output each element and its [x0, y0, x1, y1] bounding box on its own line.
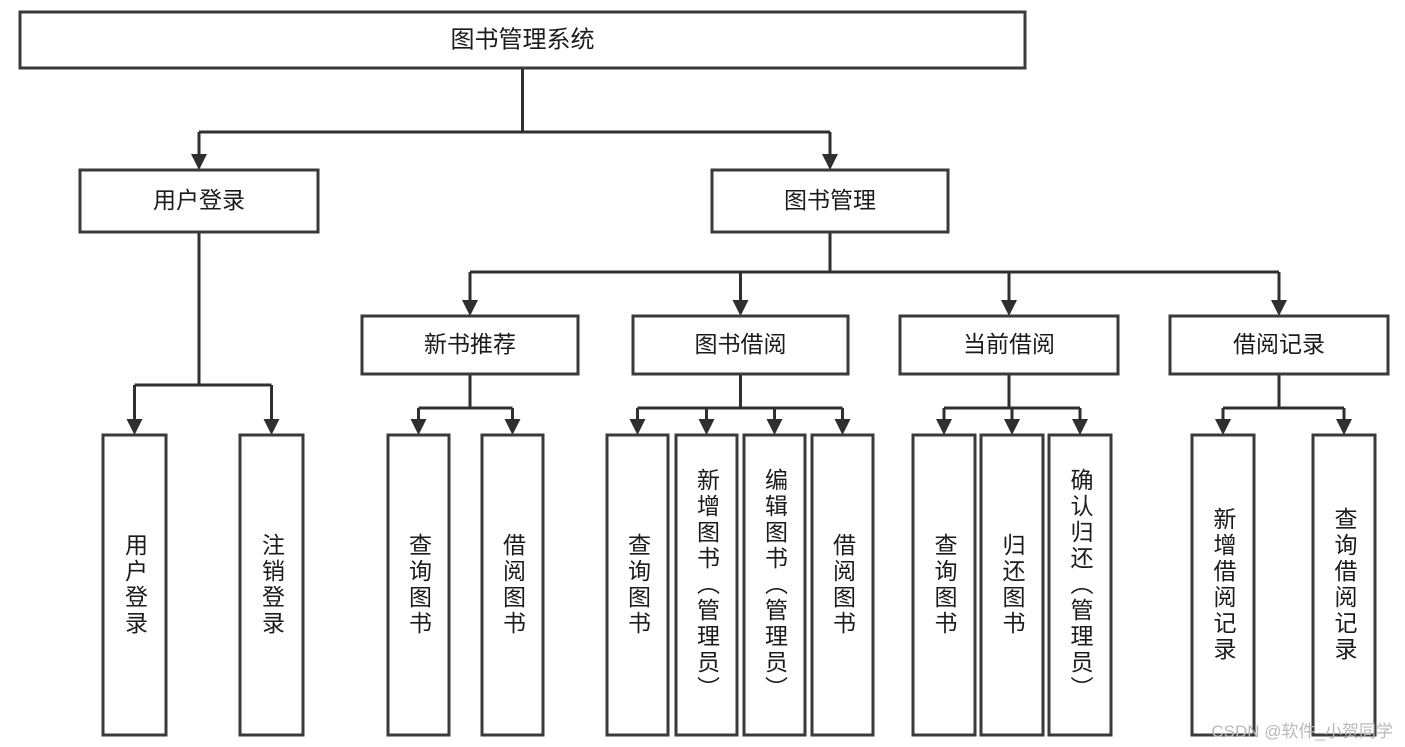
node-leaf-user-login-box[interactable]	[101, 433, 168, 737]
node-borrow-record[interactable]: 借阅记录	[1168, 314, 1390, 376]
connector-arrow-icon	[822, 154, 838, 170]
node-leaf-query-record-box[interactable]	[1311, 433, 1377, 737]
connector-arrow-icon	[1336, 419, 1352, 435]
node-root-system-label: 图书管理系统	[451, 26, 595, 53]
node-current-borrow-box[interactable]	[898, 314, 1120, 376]
node-leaf-borrow-book-1-label: 借阅图书	[500, 533, 527, 637]
node-new-book-recommend-box[interactable]	[360, 314, 580, 376]
watermark-text: CSDN @软件_小贺同学	[1211, 722, 1393, 741]
connector-arrow-icon	[834, 419, 851, 435]
node-leaf-query-record[interactable]: 查询借阅记录	[1311, 433, 1377, 737]
node-leaf-query-book-2-label: 查询图书	[625, 533, 652, 637]
node-book-manage[interactable]: 图书管理	[710, 168, 950, 234]
node-leaf-borrow-book-2-label: 借阅图书	[830, 533, 857, 637]
node-book-manage-label: 图书管理	[784, 187, 876, 213]
node-user-login-box[interactable]	[78, 168, 320, 234]
node-leaf-user-login[interactable]: 用户登录	[101, 433, 168, 737]
node-borrow-record-box[interactable]	[1168, 314, 1390, 376]
node-leaf-add-record[interactable]: 新增借阅记录	[1190, 433, 1256, 737]
connector-layer	[126, 68, 1352, 435]
node-leaf-query-book-3-label: 查询图书	[931, 533, 958, 637]
node-leaf-add-book-label: 新增图书（管理员）	[694, 468, 721, 702]
node-leaf-confirm-return-box[interactable]	[1047, 433, 1113, 737]
node-leaf-edit-book-box[interactable]	[742, 433, 807, 737]
node-leaf-user-login-label: 用户登录	[122, 533, 149, 637]
node-leaf-add-book[interactable]: 新增图书（管理员）	[674, 433, 739, 737]
node-leaf-query-book-2[interactable]: 查询图书	[605, 433, 670, 737]
node-leaf-add-record-label: 新增借阅记录	[1210, 507, 1237, 663]
node-layer: 图书管理系统用户登录图书管理新书推荐图书借阅当前借阅借阅记录用户登录注销登录查询…	[18, 10, 1390, 737]
node-leaf-query-book-3[interactable]: 查询图书	[911, 433, 977, 737]
connector-arrow-icon	[263, 419, 280, 435]
node-leaf-borrow-book-1-box[interactable]	[480, 433, 545, 737]
node-leaf-add-record-box[interactable]	[1190, 433, 1256, 737]
node-leaf-query-book-1-label: 查询图书	[406, 533, 433, 637]
connector-arrow-icon	[462, 300, 478, 316]
node-borrow-record-label: 借阅记录	[1233, 331, 1325, 357]
node-root-system-box[interactable]	[18, 10, 1027, 70]
node-leaf-query-book-1[interactable]: 查询图书	[386, 433, 451, 737]
node-new-book-recommend[interactable]: 新书推荐	[360, 314, 580, 376]
node-user-login[interactable]: 用户登录	[78, 168, 320, 234]
node-current-borrow-label: 当前借阅	[963, 331, 1055, 357]
node-new-book-recommend-label: 新书推荐	[424, 331, 516, 357]
node-user-login-label: 用户登录	[153, 187, 245, 213]
connector-arrow-icon	[504, 419, 521, 435]
node-leaf-add-book-box[interactable]	[674, 433, 739, 737]
connector-arrow-icon	[1271, 300, 1287, 316]
connector-arrow-icon	[1004, 419, 1020, 435]
node-leaf-borrow-book-2[interactable]: 借阅图书	[810, 433, 875, 737]
node-root-system[interactable]: 图书管理系统	[18, 10, 1027, 70]
node-leaf-confirm-return-label: 确认归还（管理员）	[1067, 468, 1094, 702]
node-leaf-return-book[interactable]: 归还图书	[979, 433, 1045, 737]
connector-arrow-icon	[126, 419, 143, 435]
node-book-borrow-box[interactable]	[631, 314, 850, 376]
node-leaf-borrow-book-2-box[interactable]	[810, 433, 875, 737]
node-leaf-query-book-2-box[interactable]	[605, 433, 670, 737]
connector-arrow-icon	[1072, 419, 1088, 435]
connector-arrow-icon	[732, 300, 749, 316]
connector-arrow-icon	[629, 419, 646, 435]
connector-arrow-icon	[1215, 419, 1231, 435]
node-leaf-query-record-label: 查询借阅记录	[1331, 507, 1358, 663]
node-leaf-logout-label: 注销登录	[259, 533, 286, 637]
node-leaf-edit-book-label: 编辑图书（管理员）	[762, 468, 789, 702]
node-leaf-borrow-book-1[interactable]: 借阅图书	[480, 433, 545, 737]
node-leaf-query-book-1-box[interactable]	[386, 433, 451, 737]
node-leaf-return-book-box[interactable]	[979, 433, 1045, 737]
connector-arrow-icon	[410, 419, 427, 435]
node-leaf-logout[interactable]: 注销登录	[238, 433, 305, 737]
node-book-borrow-label: 图书借阅	[695, 331, 787, 357]
node-current-borrow[interactable]: 当前借阅	[898, 314, 1120, 376]
node-leaf-edit-book[interactable]: 编辑图书（管理员）	[742, 433, 807, 737]
connector-arrow-icon	[936, 419, 952, 435]
node-book-borrow[interactable]: 图书借阅	[631, 314, 850, 376]
node-leaf-confirm-return[interactable]: 确认归还（管理员）	[1047, 433, 1113, 737]
connector-arrow-icon	[191, 154, 207, 170]
node-book-manage-box[interactable]	[710, 168, 950, 234]
connector-arrow-icon	[766, 419, 783, 435]
connector-arrow-icon	[698, 419, 715, 435]
node-leaf-return-book-label: 归还图书	[999, 533, 1026, 637]
node-leaf-query-book-3-box[interactable]	[911, 433, 977, 737]
node-leaf-logout-box[interactable]	[238, 433, 305, 737]
connector-arrow-icon	[1001, 300, 1017, 316]
